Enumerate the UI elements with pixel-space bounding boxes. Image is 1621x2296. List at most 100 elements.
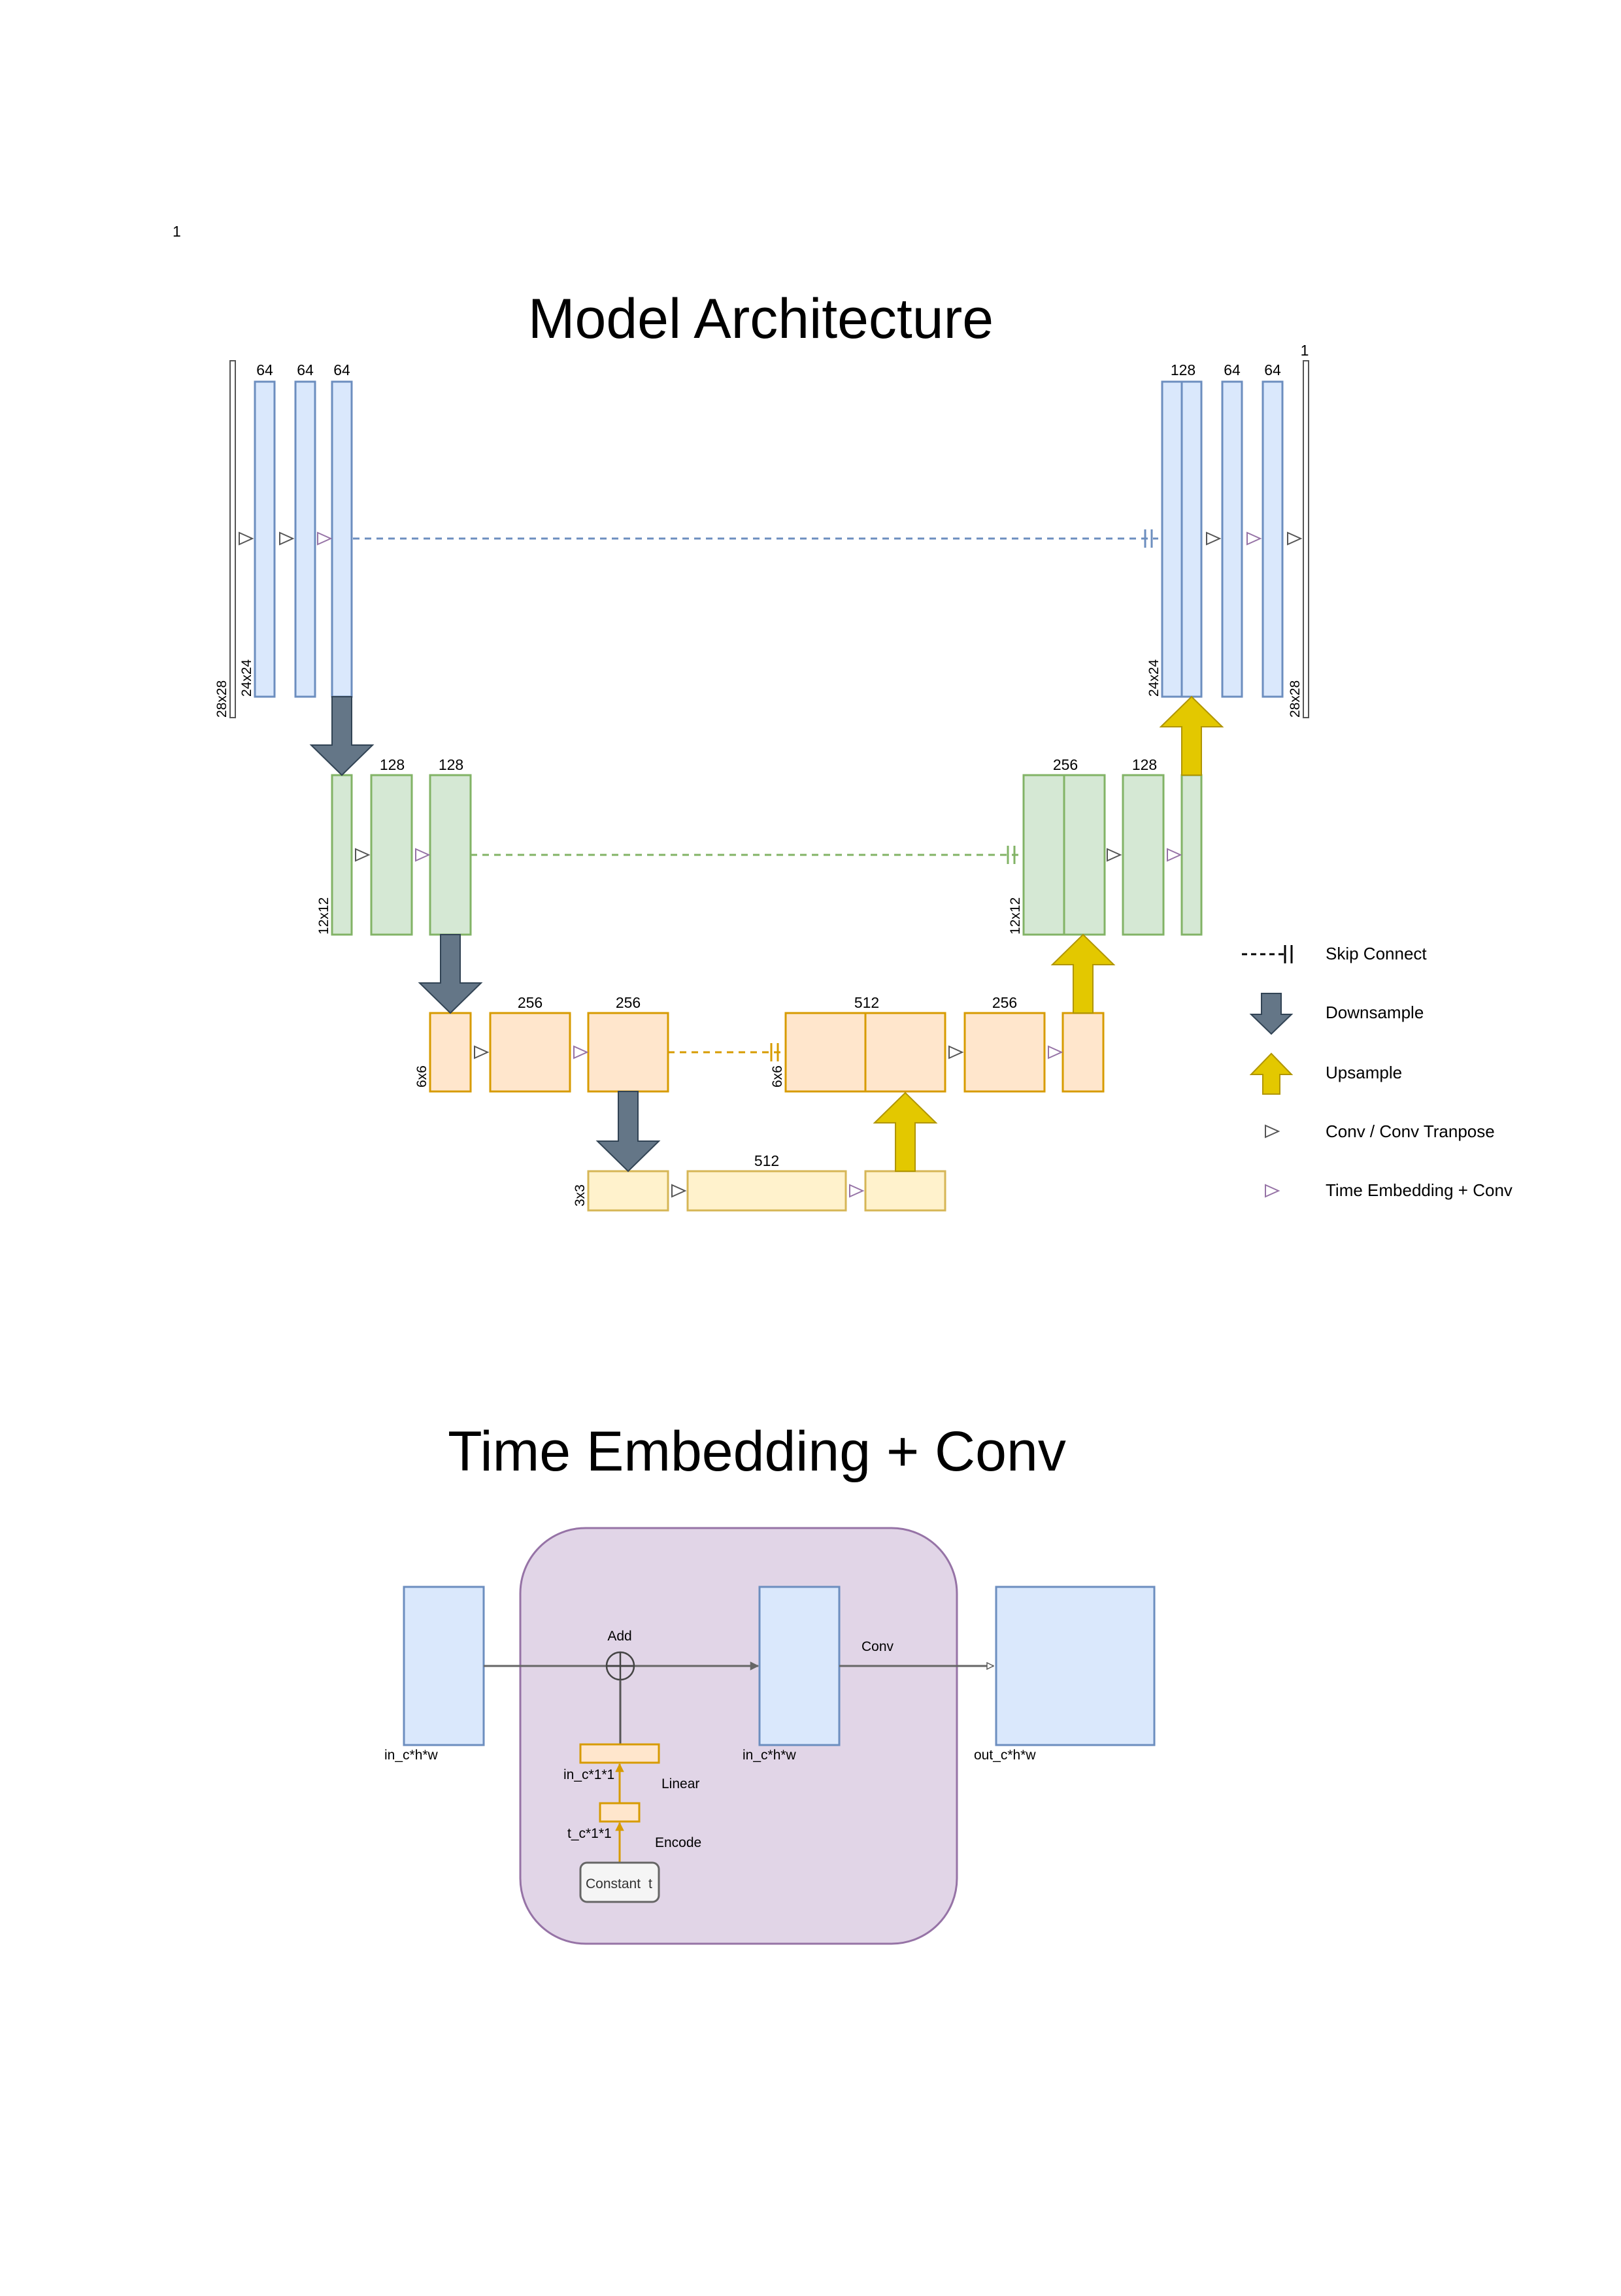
time-conv-arrow-icon <box>1048 1045 1063 1059</box>
feature-map <box>686 1170 847 1212</box>
resolution-label: 12x12 <box>316 897 331 935</box>
t-label: t <box>648 1876 652 1891</box>
legend-conv-icon <box>1265 1124 1280 1139</box>
downsample-arrow-icon <box>309 696 375 776</box>
add-node-icon <box>605 1651 635 1681</box>
decoder-level3 <box>784 1012 1105 1093</box>
feature-map <box>331 380 353 698</box>
conv-arrow-icon <box>355 848 371 862</box>
time-embedding-labels: in_c*h*w Add in_c*h*w Conv out_c*h*w in_… <box>384 1629 1036 1850</box>
channel-label: 64 <box>1264 361 1281 378</box>
resolution-labels: 28x28 24x24 12x12 6x6 3x3 6x6 12x12 24x2… <box>214 659 1303 1206</box>
time-conv-arrow-icon <box>1246 531 1262 546</box>
resolution-label: 12x12 <box>1008 897 1023 935</box>
upsample-arrow-icon <box>873 1091 938 1172</box>
output-image-bar <box>1303 360 1309 718</box>
feature-map <box>429 1012 472 1093</box>
legend-label-conv: Conv / Conv Tranpose <box>1326 1122 1495 1141</box>
channel-label: 256 <box>518 994 543 1011</box>
channel-label: 256 <box>1053 756 1078 773</box>
downsample-arrows <box>309 696 661 1173</box>
feature-map <box>1180 774 1203 936</box>
legend-label-upsample: Upsample <box>1326 1063 1402 1082</box>
encoder-level3 <box>429 1012 669 1093</box>
time-conv-arrow-icon <box>1167 848 1182 862</box>
resolution-label: 6x6 <box>770 1065 785 1088</box>
feature-map <box>587 1012 669 1093</box>
time-embedding-title: Time Embedding + Conv <box>448 1420 1066 1483</box>
resolution-label: 28x28 <box>214 680 229 718</box>
encode-output-box <box>599 1802 641 1823</box>
channel-label: 256 <box>616 994 641 1011</box>
feature-map <box>294 380 316 698</box>
channel-label: 64 <box>1224 361 1241 378</box>
intermediate-feature-map <box>758 1586 841 1746</box>
input-image-bar <box>229 360 236 718</box>
feature-map <box>1161 380 1183 698</box>
linear-output-box <box>579 1743 660 1764</box>
page-number: 1 <box>173 223 181 240</box>
legend-label-skip: Skip Connect <box>1326 944 1427 963</box>
encode-label: Encode <box>655 1835 701 1850</box>
encoder-level2 <box>331 774 472 936</box>
channel-label: 64 <box>333 361 350 378</box>
time-conv-arrow-icon <box>849 1184 865 1198</box>
feature-map <box>587 1170 669 1212</box>
channel-label: 64 <box>297 361 314 378</box>
feature-map <box>1063 774 1106 936</box>
channel-label: 128 <box>380 756 405 773</box>
time-conv-arrow-icon <box>317 531 333 546</box>
channel-label: 256 <box>992 994 1017 1011</box>
feature-map <box>1262 380 1284 698</box>
channel-label: 512 <box>754 1152 779 1169</box>
conv-arrows <box>239 531 1303 1198</box>
feature-map <box>864 1012 946 1093</box>
constant-label: Constant <box>586 1876 641 1891</box>
linear-output-label: in_c*1*1 <box>563 1767 614 1782</box>
skip-ends <box>770 529 1153 1061</box>
output-label: out_c*h*w <box>974 1748 1036 1763</box>
conv-arrow-icon <box>279 531 295 546</box>
channel-label: 128 <box>1171 361 1195 378</box>
channel-labels: 64 64 64 128 128 256 256 512 512 256 256… <box>256 342 1309 1169</box>
constant-t-box <box>579 1861 660 1903</box>
conv-arrow-icon <box>671 1184 687 1198</box>
time-conv-arrow-icon <box>415 848 431 862</box>
upsample-arrow-icon <box>1159 695 1224 776</box>
bottleneck-level4 <box>587 1170 946 1212</box>
time-conv-arrows <box>317 531 1262 1198</box>
time-conv-arrow-icon <box>573 1045 589 1059</box>
encoder-level1 <box>229 360 353 718</box>
skip-connections <box>353 537 1158 1054</box>
input-label: in_c*h*w <box>384 1748 439 1763</box>
channel-label: 1 <box>1301 342 1309 359</box>
linear-label: Linear <box>661 1776 699 1791</box>
conv-label: Conv <box>861 1639 894 1654</box>
conv-arrow-icon <box>474 1045 490 1059</box>
feature-map <box>254 380 276 698</box>
feature-map <box>331 774 353 936</box>
channel-label: 128 <box>439 756 463 773</box>
input-feature-map <box>403 1586 485 1746</box>
feature-map <box>489 1012 571 1093</box>
upsample-arrows <box>873 695 1224 1172</box>
channel-label: 128 <box>1132 756 1157 773</box>
legend-label-downsample: Downsample <box>1326 1003 1424 1022</box>
output-feature-map <box>995 1586 1156 1746</box>
feature-map <box>784 1012 867 1093</box>
decoder-level1 <box>1161 360 1309 718</box>
legend-time-conv-icon <box>1265 1184 1280 1198</box>
conv-arrow-icon <box>1287 531 1303 546</box>
feature-map <box>864 1170 946 1212</box>
legend-upsample-icon <box>1249 1052 1294 1095</box>
feature-map <box>429 774 472 936</box>
channel-label: 512 <box>854 994 879 1011</box>
conv-arrow-icon <box>239 531 254 546</box>
resolution-label: 28x28 <box>1288 680 1303 718</box>
time-embedding-block <box>519 1527 958 1945</box>
conv-arrow-icon <box>948 1045 964 1059</box>
decoder-level2 <box>1022 774 1203 936</box>
downsample-arrow-icon <box>418 934 483 1014</box>
legend-label-time-conv: Time Embedding + Conv <box>1326 1180 1512 1200</box>
